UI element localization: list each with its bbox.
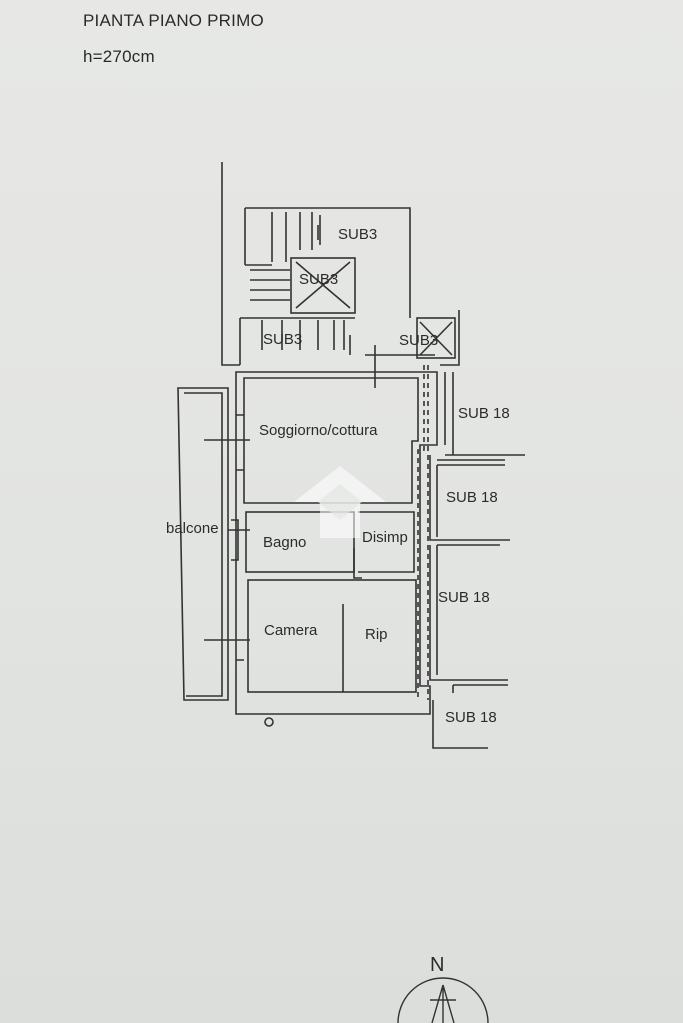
bagno-walls xyxy=(245,511,355,573)
walls xyxy=(177,162,525,749)
sub18-wall-a xyxy=(444,372,525,456)
compass-north-label: N xyxy=(430,954,445,976)
stair-inner-wall xyxy=(244,208,272,266)
right-shaft xyxy=(416,317,456,359)
sub18-wall-b xyxy=(429,455,510,541)
compass-arc xyxy=(397,977,489,1023)
watermark-house-cut xyxy=(318,484,362,520)
plan-title: PIANTA PIANO PRIMO xyxy=(83,11,264,30)
stair-landing xyxy=(239,317,355,365)
stair-core-outline xyxy=(221,162,411,366)
balcone-inner xyxy=(184,392,223,697)
dashed-boundary xyxy=(417,365,429,700)
sub18-wall-c xyxy=(429,544,508,681)
right-shaft-cross xyxy=(419,321,453,356)
balcone-door xyxy=(231,519,239,561)
watermark-logo xyxy=(294,466,386,538)
lift-cross xyxy=(295,261,351,309)
right-shaft-wall xyxy=(440,310,460,366)
wall-ticks xyxy=(204,414,250,661)
apartment-inner xyxy=(243,377,419,504)
label-sub18-c: SUB 18 xyxy=(438,589,490,606)
label-sub18-b: SUB 18 xyxy=(446,489,498,506)
label-sub3-stair: SUB3 xyxy=(263,331,303,348)
label-disimpegno: Disimp xyxy=(362,529,408,546)
bagno-door xyxy=(353,548,362,579)
lift-shaft xyxy=(290,257,356,314)
ceiling-height-note: h=270cm xyxy=(83,47,155,66)
label-ripostiglio: Rip xyxy=(365,626,388,643)
disimpegno-walls xyxy=(358,511,415,573)
label-sub3-top: SUB3 xyxy=(338,226,378,243)
compass xyxy=(397,977,489,1023)
sub18-wall-d xyxy=(432,684,508,749)
label-sub3-right: SUB3 xyxy=(399,332,439,349)
compass-needle xyxy=(430,984,456,1023)
label-sub3-lift: SUB3 xyxy=(299,271,339,288)
label-bagno: Bagno xyxy=(263,534,307,551)
stair-tick-marks xyxy=(317,225,435,388)
label-sub18-d: SUB 18 xyxy=(445,709,497,726)
label-balcone: balcone xyxy=(166,520,219,537)
stair-treads xyxy=(250,212,345,350)
balcone-outline xyxy=(177,387,229,701)
label-camera: Camera xyxy=(264,622,318,639)
label-sub18-a: SUB 18 xyxy=(458,405,510,422)
camera-walls xyxy=(247,579,417,693)
apartment-outline xyxy=(235,371,438,715)
drain-circle xyxy=(264,717,274,727)
label-soggiorno: Soggiorno/cottura xyxy=(259,422,378,439)
